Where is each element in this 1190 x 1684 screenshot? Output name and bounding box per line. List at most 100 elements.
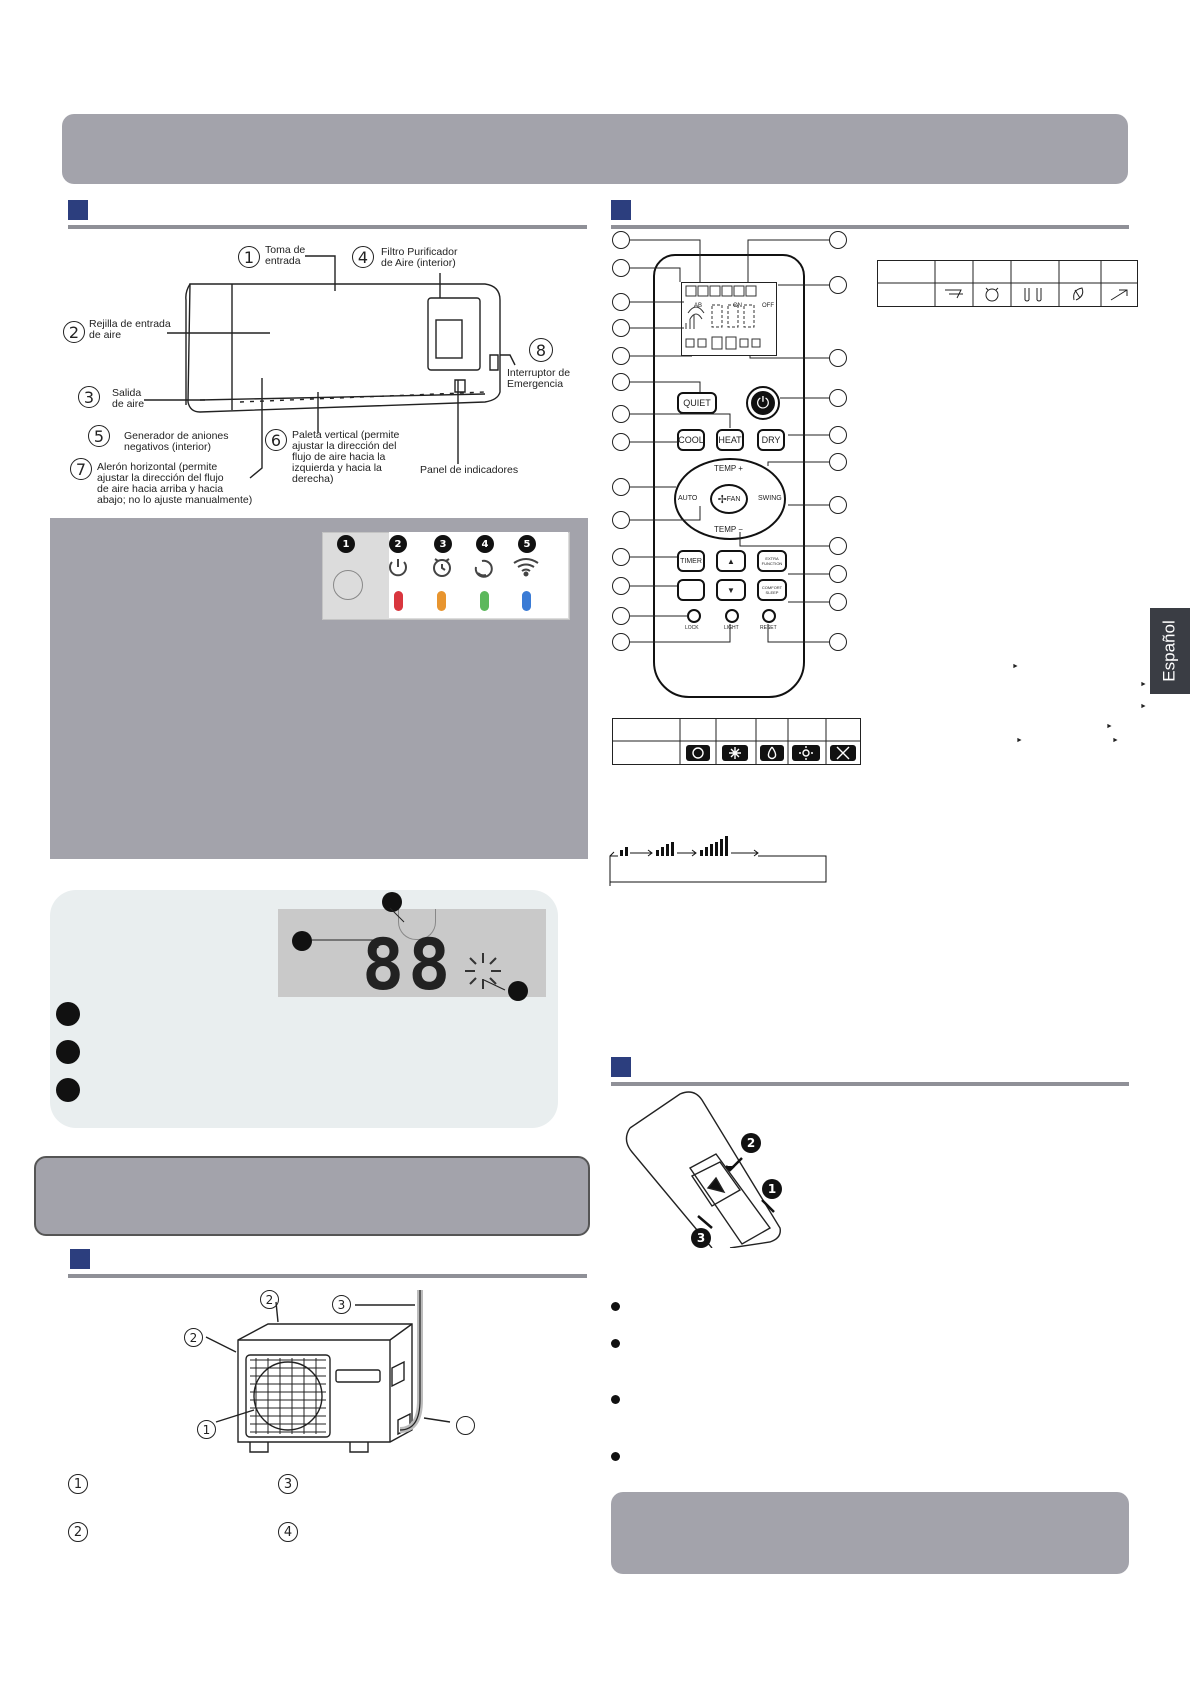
temp-down-button[interactable]: TEMP −: [714, 525, 743, 534]
sun-icon: [465, 953, 501, 989]
battery-step-2: 2: [741, 1133, 761, 1153]
indicator-num-5: 5: [518, 535, 536, 553]
timer-button[interactable]: TIMER: [677, 550, 705, 572]
remote-callout-l9: [612, 478, 630, 496]
label-generador: Generador de aniones negativos (interior…: [124, 430, 229, 453]
label-aleron: Alerón horizontal (permite ajustar la di…: [97, 461, 253, 506]
bullet-3: [611, 1395, 620, 1404]
swing-button[interactable]: SWING: [758, 495, 782, 502]
section-marker-remote: [611, 200, 631, 220]
label-salida: Salida de aire: [112, 387, 145, 410]
callout-4: 4: [352, 246, 374, 268]
indicator-num-2: 2: [389, 535, 407, 553]
comfort-sleep-button[interactable]: COMFORT SLEEP: [757, 579, 787, 601]
remote-callout-l2: [612, 259, 630, 277]
callout-2: 2: [63, 321, 85, 343]
lcd-ab: AB: [694, 303, 703, 309]
section-rule-remote: [611, 225, 1129, 229]
label-interruptor: Interruptor de Emergencia: [507, 367, 571, 390]
remote-lcd-icons: [685, 285, 761, 350]
mode-pad: [674, 458, 786, 540]
fan-button[interactable]: ✢FAN: [710, 484, 748, 514]
label-panel-indicadores: Panel de indicadores: [420, 464, 519, 476]
up-button[interactable]: ▲: [716, 550, 746, 572]
lcd-off: OFF: [762, 303, 774, 309]
temp-up-button[interactable]: TEMP +: [714, 464, 743, 473]
tick-2: ►: [1140, 681, 1147, 688]
tick-1: ►: [1012, 663, 1019, 670]
bullet-2: [611, 1339, 620, 1348]
remote-callout-l4: [612, 319, 630, 337]
remote-callout-r8: [829, 537, 847, 555]
power-button[interactable]: ⏻: [746, 386, 780, 420]
remote-callout-r4: [829, 389, 847, 407]
outdoor-callout-3: 3: [332, 1295, 351, 1314]
section-marker-indoor: [68, 200, 88, 220]
display-leaders: [312, 907, 506, 991]
bullet-1: [611, 1302, 620, 1311]
outdoor-legend-4: 4: [278, 1522, 298, 1542]
remote-callout-r2: [829, 276, 847, 294]
power-icon: ⏻: [751, 391, 775, 415]
indicator-num-4: 4: [476, 535, 494, 553]
display-digits: 88: [362, 924, 455, 1006]
lock-label: LOCK: [685, 625, 699, 631]
battery-cover-drawing: [625, 1091, 781, 1248]
quiet-button[interactable]: QUIET: [677, 392, 717, 414]
bullet-4: [611, 1452, 620, 1461]
outdoor-callout-2b: 2: [184, 1328, 203, 1347]
extra-function-button[interactable]: EXTRA FUNCTION: [757, 550, 787, 572]
indicator-num-3: 3: [434, 535, 452, 553]
remote-callout-r11: [829, 633, 847, 651]
section-marker-battery: [611, 1057, 631, 1077]
remote-callout-l10: [612, 511, 630, 529]
remote-callout-r9: [829, 565, 847, 583]
arrow-down-icon: ▼: [727, 585, 735, 595]
tick-6: ►: [1112, 737, 1119, 744]
blank-button[interactable]: [677, 579, 705, 601]
section-marker-outdoor: [70, 1249, 90, 1269]
outdoor-banner: [34, 1156, 590, 1236]
outdoor-legend-1: 1: [68, 1474, 88, 1494]
label-filtro: Filtro Purificador de Aire (interior): [381, 246, 458, 269]
light-label: LIGHT: [724, 625, 739, 631]
indicator-num-1: 1: [337, 535, 355, 553]
label-paleta: Paleta vertical (permite ajustar la dire…: [292, 429, 400, 485]
callout-7: 7: [70, 458, 92, 480]
auto-button[interactable]: AUTO: [678, 495, 698, 502]
remote-callout-l8: [612, 433, 630, 451]
cool-button[interactable]: COOL: [677, 429, 705, 451]
remote-callout-l3: [612, 293, 630, 311]
remote-callout-l1: [612, 231, 630, 249]
light-button[interactable]: [725, 609, 739, 623]
header-banner: [62, 114, 1128, 184]
language-tab: Español: [1150, 608, 1190, 694]
outdoor-callout-1: 1: [197, 1420, 216, 1439]
display-callout-top: [382, 892, 402, 912]
heat-button[interactable]: HEAT: [716, 429, 744, 451]
remote-callout-l6: [612, 373, 630, 391]
label-rejilla: Rejilla de entrada de aire: [89, 318, 171, 341]
dry-button[interactable]: DRY: [757, 429, 785, 451]
label-toma-de-entrada: Toma de entrada: [265, 244, 306, 267]
section-rule-battery: [611, 1082, 1129, 1086]
down-button[interactable]: ▼: [716, 579, 746, 601]
remote-leaders: [630, 239, 830, 643]
display-receiver: [398, 909, 436, 940]
display-callout-left: [292, 931, 312, 951]
tick-3: ►: [1140, 703, 1147, 710]
outdoor-legend-3: 3: [278, 1474, 298, 1494]
language-tab-label: Español: [1160, 620, 1179, 682]
outdoor-unit-drawing: [205, 1290, 451, 1453]
remote-callout-l7: [612, 405, 630, 423]
reset-button[interactable]: [762, 609, 776, 623]
remote-callout-l11: [612, 548, 630, 566]
receiver-window: [333, 570, 363, 600]
arrow-up-icon: ▲: [727, 556, 735, 566]
callout-5: 5: [88, 425, 110, 447]
remote-callout-r3: [829, 349, 847, 367]
remote-callout-l12: [612, 577, 630, 595]
fan-icon: ✢: [717, 492, 727, 506]
section-rule-outdoor: [68, 1274, 587, 1278]
remote-callout-r5: [829, 426, 847, 444]
